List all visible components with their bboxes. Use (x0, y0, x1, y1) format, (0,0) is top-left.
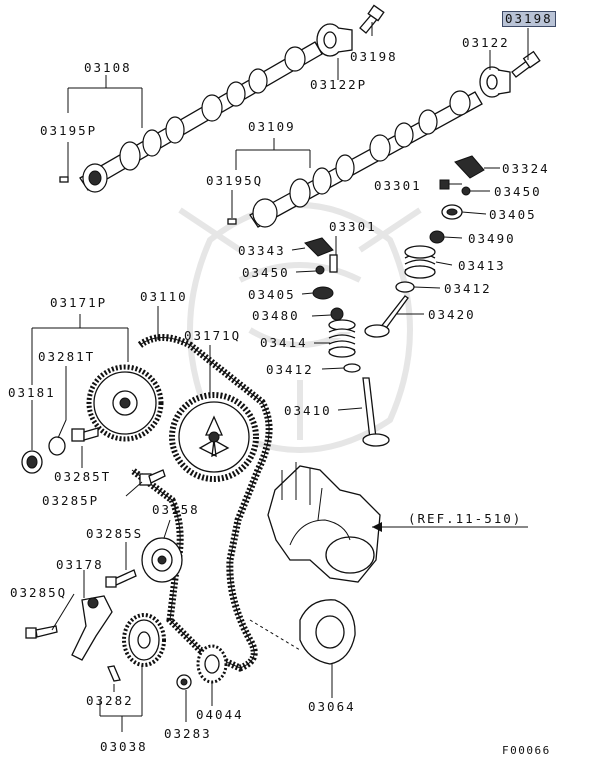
crank-sprocket-03038 (122, 613, 166, 667)
label-03410[interactable]: 03410 (284, 403, 332, 418)
label-03195P[interactable]: 03195P (40, 123, 98, 138)
label-03171P[interactable]: 03171P (50, 295, 108, 310)
camshaft-intake (227, 90, 483, 228)
seat-03412a (395, 281, 415, 293)
watermark-emblem (178, 202, 422, 453)
bolt-03285S (105, 569, 137, 588)
seal-03122 (479, 66, 511, 98)
label-03413[interactable]: 03413 (458, 258, 506, 273)
label-04044[interactable]: 04044 (196, 707, 244, 722)
seal-03490 (429, 230, 445, 244)
label-03285T[interactable]: 03285T (54, 469, 112, 484)
label-03110[interactable]: 03110 (140, 289, 188, 304)
label-03108[interactable]: 03108 (84, 60, 132, 75)
label-03412-lower[interactable]: 03412 (266, 362, 314, 377)
figure-code: F00066 (502, 744, 551, 757)
label-03064[interactable]: 03064 (308, 699, 356, 714)
cover-03064 (299, 599, 356, 665)
label-03414[interactable]: 03414 (260, 335, 308, 350)
label-03301-lower[interactable]: 03301 (329, 219, 377, 234)
highlighted-part-label[interactable]: 03198 (502, 11, 556, 27)
seat-03412b (343, 363, 361, 373)
label-03281T[interactable]: 03281T (38, 349, 96, 364)
label-03285P[interactable]: 03285P (42, 493, 100, 508)
nut-03450a (461, 186, 471, 196)
rocker-03324 (454, 155, 485, 179)
reference-note[interactable]: (REF.11-510) (408, 511, 523, 526)
label-03412-upper[interactable]: 03412 (444, 281, 492, 296)
bushing-03181 (21, 450, 43, 474)
adjuster-03301b (329, 254, 338, 273)
spring-03414 (328, 319, 356, 358)
label-03178[interactable]: 03178 (56, 557, 104, 572)
seal-03122P (316, 23, 353, 57)
label-03343[interactable]: 03343 (238, 243, 286, 258)
adjuster-03301a (439, 179, 450, 190)
label-03301-upper[interactable]: 03301 (374, 178, 422, 193)
label-03122P[interactable]: 03122P (310, 77, 368, 92)
bolt-03198-right (511, 50, 541, 78)
sprocket-03171P (86, 364, 164, 442)
washer-03405a (441, 204, 463, 220)
valve-03420 (364, 295, 409, 338)
bolt-03285Q (25, 625, 58, 639)
sprocket-03171Q (169, 392, 259, 482)
nut-03450b (315, 265, 325, 275)
label-03490[interactable]: 03490 (468, 231, 516, 246)
label-03038[interactable]: 03038 (100, 739, 148, 754)
washer-03283 (176, 674, 192, 690)
bolt-03285P (139, 469, 166, 486)
tensioner-arm-03178 (71, 595, 113, 661)
label-03285S[interactable]: 03285S (86, 526, 144, 541)
valve-03410 (362, 377, 390, 447)
bolt-03285T (71, 427, 99, 442)
label-03171Q[interactable]: 03171Q (184, 328, 242, 343)
label-03420[interactable]: 03420 (428, 307, 476, 322)
spring-03413 (404, 245, 436, 279)
bolt-03198-upper (359, 4, 385, 34)
label-03405-upper[interactable]: 03405 (489, 207, 537, 222)
label-03282[interactable]: 03282 (86, 693, 134, 708)
label-03450-upper[interactable]: 03450 (494, 184, 542, 199)
label-03109[interactable]: 03109 (248, 119, 296, 134)
label-03324[interactable]: 03324 (502, 161, 550, 176)
label-03450-lower[interactable]: 03450 (242, 265, 290, 280)
label-03158[interactable]: 03158 (152, 502, 200, 517)
rocker-03343 (304, 237, 334, 257)
leader-lines (31, 22, 529, 732)
tensioner-03158 (141, 537, 183, 583)
camshaft-exhaust (59, 41, 323, 193)
label-03198-upper[interactable]: 03198 (350, 49, 398, 64)
engine-reference-sketch (267, 462, 381, 583)
label-03283[interactable]: 03283 (164, 726, 212, 741)
label-03480[interactable]: 03480 (252, 308, 300, 323)
label-03405-lower[interactable]: 03405 (248, 287, 296, 302)
oring-03281T (48, 436, 66, 456)
idler-04044 (196, 644, 228, 684)
label-03195Q[interactable]: 03195Q (206, 173, 264, 188)
label-03122[interactable]: 03122 (462, 35, 510, 50)
label-03181[interactable]: 03181 (8, 385, 56, 400)
seal-03480 (330, 307, 344, 321)
label-03285Q[interactable]: 03285Q (10, 585, 68, 600)
washer-03405b (312, 286, 334, 300)
key-03282 (107, 665, 121, 682)
